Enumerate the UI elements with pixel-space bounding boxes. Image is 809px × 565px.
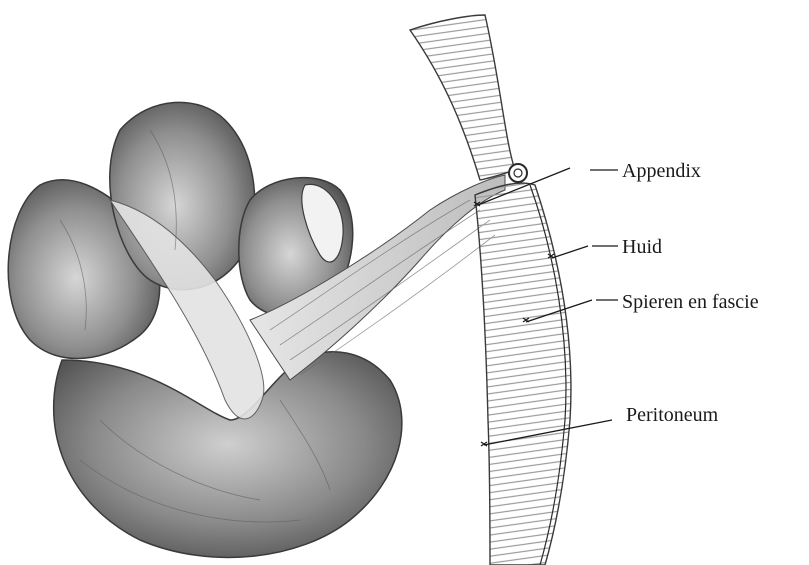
label-appendix: Appendix bbox=[622, 161, 701, 181]
pointer-huid bbox=[552, 246, 588, 258]
label-peritoneum: Peritoneum bbox=[626, 405, 718, 425]
label-huid: Huid bbox=[622, 237, 662, 257]
abdominal-wall bbox=[410, 15, 571, 565]
label-spieren-en-fascie: Spieren en fascie bbox=[622, 292, 759, 312]
wall-lower bbox=[475, 183, 571, 565]
wall-upper bbox=[410, 15, 515, 180]
